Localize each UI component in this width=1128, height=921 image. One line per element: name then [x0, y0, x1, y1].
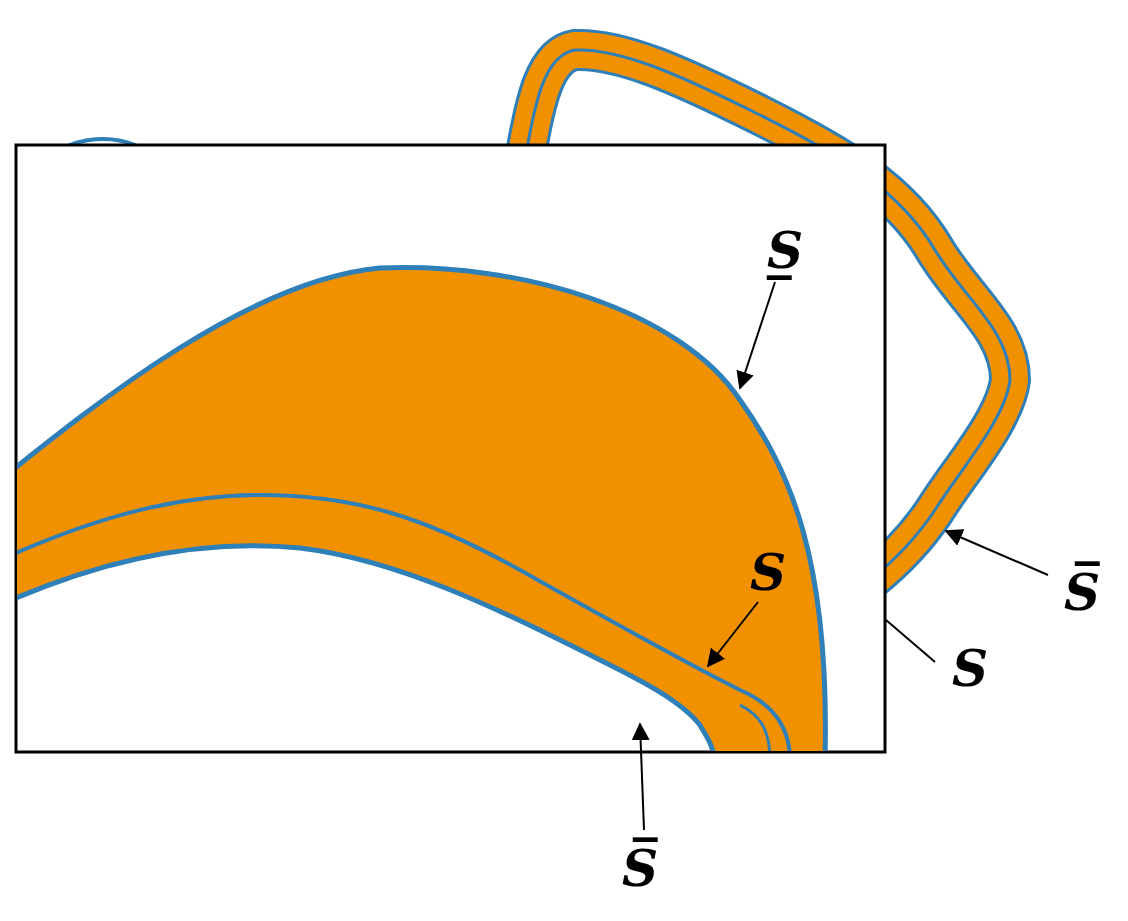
symbol-label: S̲ — [767, 223, 803, 278]
leader-lines — [640, 282, 1048, 830]
symbol-label: S — [750, 545, 786, 600]
symbol-label: S̅ — [1064, 565, 1100, 620]
symbol-label: S̅ — [622, 841, 658, 896]
inset-shape — [17, 267, 825, 751]
symbol-label: S — [952, 641, 988, 696]
